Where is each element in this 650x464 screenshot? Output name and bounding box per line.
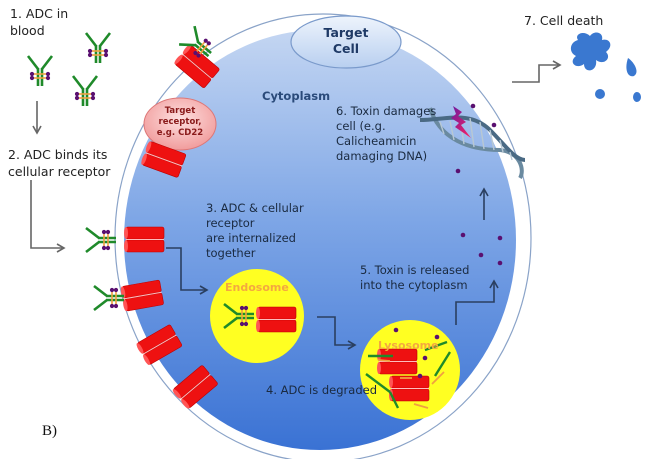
dna-helix-icon bbox=[419, 106, 526, 180]
target-receptor-label: Target receptor, e.g. CD22 bbox=[156, 106, 204, 138]
antibody-in-endosome bbox=[223, 302, 254, 330]
antibody-bound-2 bbox=[93, 284, 124, 312]
target-cell-label: Target Cell bbox=[323, 25, 369, 56]
receptor-lower-2 bbox=[172, 365, 218, 409]
toxin-particle bbox=[434, 334, 440, 340]
dead-cell-icon bbox=[570, 32, 641, 102]
cytoplasm-label: Cytoplasm bbox=[262, 89, 331, 103]
linker-fragment bbox=[431, 371, 445, 385]
receptor-in-lysosome-2 bbox=[389, 375, 430, 402]
arrow-step2-to-binding bbox=[30, 180, 66, 253]
step-7-label: 7. Cell death bbox=[524, 13, 604, 28]
antibody-blood-3 bbox=[71, 75, 99, 106]
receptor-lower-1 bbox=[136, 324, 183, 365]
toxin-particle bbox=[417, 373, 423, 379]
receptors-group bbox=[120, 44, 430, 409]
antibody-fragment bbox=[388, 391, 400, 409]
antibody-blood-1 bbox=[26, 55, 54, 86]
toxin-particle bbox=[460, 232, 466, 238]
antibody-bound-1 bbox=[85, 226, 116, 254]
toxin-particle bbox=[393, 327, 399, 333]
step-2-label: 2. ADC binds its cellular receptor bbox=[8, 147, 111, 179]
step-1-label: 1. ADC in blood bbox=[10, 6, 69, 38]
toxins-group bbox=[393, 103, 503, 379]
step-3-label: 3. ADC & cellular receptor are internali… bbox=[206, 201, 304, 260]
antibody-approaching bbox=[179, 25, 212, 58]
inner-arrows bbox=[166, 187, 499, 350]
linker-fragment bbox=[413, 403, 429, 409]
target-cell-oval bbox=[290, 15, 402, 69]
receptor-in-endosome bbox=[256, 306, 297, 333]
outer-arrows bbox=[30, 60, 562, 253]
arrow-to-cell-death bbox=[512, 60, 562, 83]
arrow-toxin-release bbox=[455, 279, 499, 325]
receptor-bound-1 bbox=[124, 226, 165, 253]
arrow-internalization bbox=[166, 247, 209, 295]
toxin-particle bbox=[455, 168, 461, 174]
step-4-label: 4. ADC is degraded bbox=[266, 383, 378, 397]
receptor-top bbox=[174, 44, 220, 88]
toxin-particle bbox=[422, 355, 428, 361]
linker-fragment bbox=[377, 359, 391, 362]
antibodies-group bbox=[26, 25, 254, 330]
step-5-label: 5. Toxin is released into the cytoplasm bbox=[360, 263, 470, 292]
antibody-fragment bbox=[424, 340, 448, 352]
toxin-particle bbox=[497, 260, 503, 266]
antibody-blood-2 bbox=[84, 32, 112, 63]
receptor-upper-left bbox=[141, 141, 187, 178]
receptor-bound-2 bbox=[120, 279, 164, 312]
toxin-particle bbox=[478, 252, 484, 258]
step-6-label: 6. Toxin damages cell (e.g. Calicheamici… bbox=[336, 104, 437, 163]
toxin-particle bbox=[491, 122, 497, 128]
lightning-bolt-icon bbox=[451, 106, 471, 138]
antibody-fragment bbox=[433, 351, 452, 377]
target-receptor-bubble bbox=[143, 97, 217, 151]
lysosome-label: Lysosome bbox=[378, 339, 439, 352]
toxin-particle bbox=[497, 235, 503, 241]
lysosome-debris-group bbox=[365, 340, 452, 409]
antibody-fragment bbox=[365, 373, 391, 393]
target-cell-label-group bbox=[290, 15, 402, 69]
endosome-label: Endosome bbox=[225, 281, 289, 294]
toxin-particle bbox=[470, 103, 476, 109]
panel-label: B) bbox=[42, 423, 57, 439]
arrow-endosome-to-lysosome bbox=[317, 316, 357, 350]
